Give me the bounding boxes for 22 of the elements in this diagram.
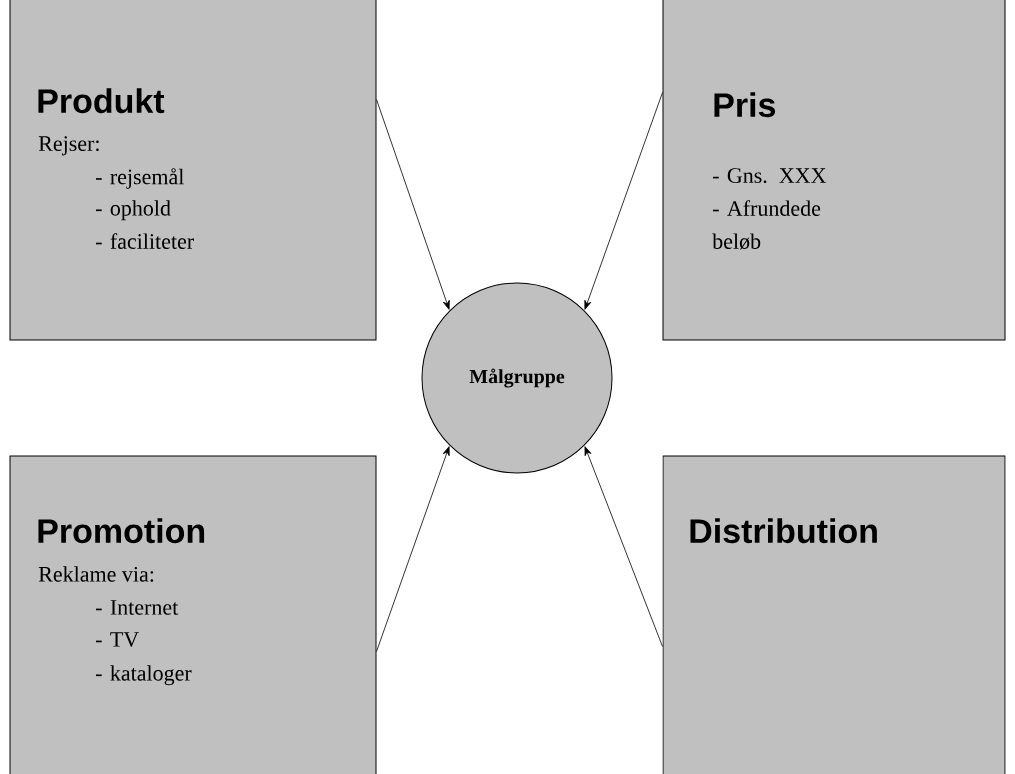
list-item: - faciliteter bbox=[96, 233, 194, 249]
marketing-box bbox=[9, 0, 377, 341]
list-item: - Gns. XXX bbox=[713, 168, 827, 184]
box-text: Rejser: bbox=[38, 136, 99, 156]
list-item: - Internet bbox=[96, 600, 179, 615]
list-item: - rejsemål bbox=[96, 168, 184, 189]
list-item: - ophold bbox=[96, 200, 171, 221]
box-text: Reklame via: bbox=[38, 566, 154, 582]
marketing-box bbox=[662, 455, 1006, 774]
arrow bbox=[584, 92, 663, 310]
list-item: - kataloger bbox=[96, 665, 192, 686]
marketing-box bbox=[662, 0, 1006, 341]
box-heading: Distribution bbox=[690, 518, 877, 544]
arrow bbox=[376, 99, 450, 310]
box-heading: Pris bbox=[714, 92, 776, 118]
list-item: - Afrundede beløb bbox=[712, 200, 821, 250]
box-heading: Produkt bbox=[38, 88, 165, 114]
arrow bbox=[584, 446, 663, 647]
marketing-box bbox=[9, 455, 377, 774]
arrow bbox=[376, 446, 450, 652]
list-item: - TV bbox=[96, 632, 139, 647]
box-heading: Promotion bbox=[38, 518, 205, 544]
